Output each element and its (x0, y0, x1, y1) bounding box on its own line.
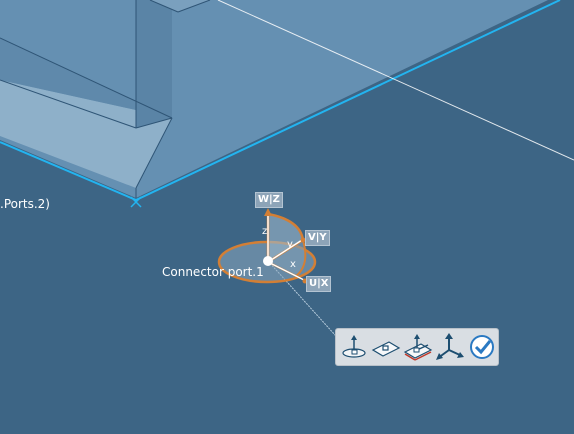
part-block-top[interactable] (150, 0, 210, 12)
handle-u-label[interactable]: U|X (306, 276, 332, 292)
connector-port-label[interactable]: Connector port.1 (162, 265, 264, 279)
part-vertical-wall[interactable] (136, 0, 172, 128)
axis-system-button[interactable] (434, 331, 466, 363)
axis-z-label: z (262, 226, 268, 237)
robot-translate-icon (342, 335, 366, 358)
axis-x-label: x (290, 259, 296, 270)
validate-button[interactable] (466, 331, 498, 363)
place-on-surface-button[interactable] (370, 331, 402, 363)
product-reference-label: .Ports.2) (0, 197, 50, 211)
robot-translate-button[interactable] (338, 331, 370, 363)
corner-marker-icon (130, 196, 142, 208)
axis-system-icon (436, 333, 464, 360)
snap-to-face-icon (403, 334, 433, 361)
handle-w-label[interactable]: W|Z (255, 192, 283, 208)
part-wedge-face[interactable] (0, 80, 172, 188)
selected-edge[interactable] (0, 0, 561, 202)
snap-to-face-button[interactable] (402, 331, 434, 363)
reference-line (217, 0, 574, 161)
check-validate-icon (470, 335, 494, 359)
axis-y-label: y (287, 239, 293, 250)
robot-compass[interactable] (217, 208, 317, 284)
handle-v-label[interactable]: V|Y (305, 230, 330, 246)
robot-toolbar (335, 328, 499, 366)
place-on-surface-icon (371, 341, 401, 357)
